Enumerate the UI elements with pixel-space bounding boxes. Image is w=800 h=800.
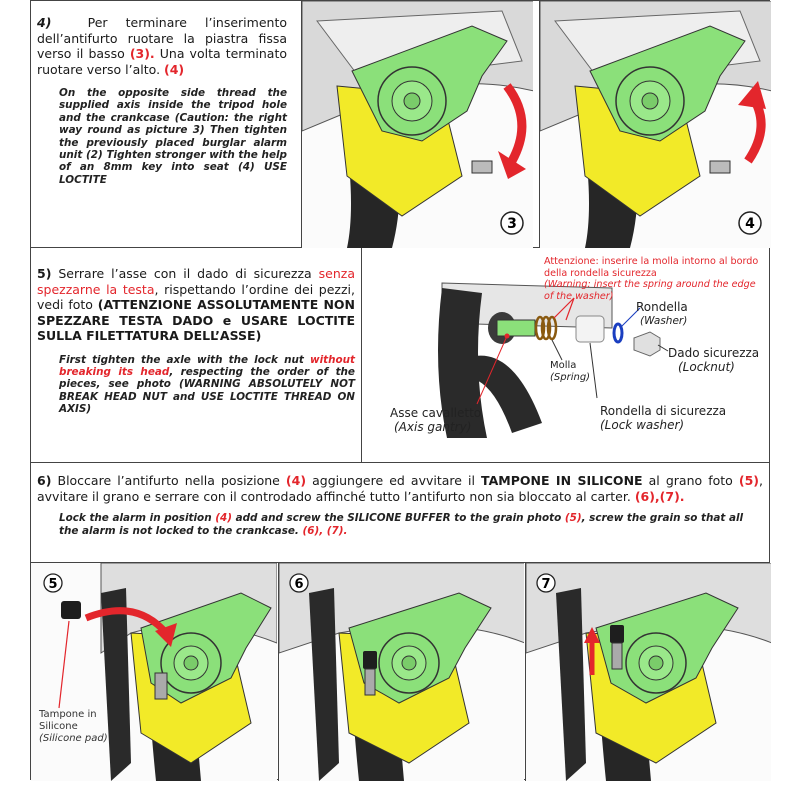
label-axis-gantry: Asse cavalletto (Axis gantry): [390, 406, 482, 434]
photos-row: 5 Tampone in Silicone (Silicone pad): [31, 563, 771, 781]
photo-5-illustration: 5: [43, 563, 277, 781]
label-silicone-pad: Tampone in Silicone (Silicone pad): [39, 709, 108, 744]
step-6-number: 6): [37, 473, 52, 488]
instruction-sheet: 4) Per terminare l’inserimento dell’anti…: [30, 0, 771, 781]
step-6-text: 6) Bloccare l’antifurto nella posizione …: [37, 473, 763, 538]
photo-7-number: 7: [541, 577, 550, 592]
photo-3: 3: [301, 1, 533, 248]
photo-4-number: 4: [745, 216, 755, 232]
photo-3-illustration: 3: [302, 1, 533, 248]
step-5-english: First tighten the axle with the lock nut…: [59, 353, 355, 416]
photo-7: 7: [525, 563, 771, 781]
step-4-english: On the opposite side thread the supplied…: [59, 87, 287, 186]
step-6-english: Lock the alarm in position (4) add and s…: [59, 512, 744, 537]
step-6-italian: 6) Bloccare l’antifurto nella posizione …: [37, 473, 763, 504]
photo-6-number: 6: [294, 577, 303, 592]
step-5-section: 5) Serrare l’asse con il dado di sicurez…: [31, 248, 769, 463]
photo-6: 6: [278, 563, 524, 781]
step-4-italian: 4) Per terminare l’inserimento dell’anti…: [37, 15, 287, 77]
label-washer: Rondella (Washer): [636, 300, 688, 327]
step-5-text: 5) Serrare l’asse con il dado di sicurez…: [37, 266, 355, 416]
step-5-italian: 5) Serrare l’asse con il dado di sicurez…: [37, 266, 356, 343]
step-5-number: 5): [37, 266, 52, 281]
step-4-text: 4) Per terminare l’inserimento dell’anti…: [37, 15, 287, 186]
photo-5-number: 5: [48, 577, 57, 592]
exploded-axle-diagram: Attenzione: inserire la molla intorno al…: [361, 248, 771, 463]
photo-7-illustration: 7: [526, 563, 771, 781]
photo-3-number: 3: [507, 216, 517, 232]
label-locknut: Dado sicurezza (Locknut): [668, 346, 760, 374]
photo-6-illustration: 6: [279, 563, 524, 781]
axle-parts-illustration: [438, 282, 669, 438]
step-4-section: 4) Per terminare l’inserimento dell’anti…: [31, 1, 771, 248]
spring-warning-note: Attenzione: inserire la molla intorno al…: [544, 256, 759, 302]
label-lock-washer: Rondella di sicurezza (Lock washer): [600, 404, 727, 432]
photo-4-illustration: 4: [540, 1, 771, 248]
label-spring: Molla (Spring): [550, 360, 591, 383]
step-4-number: 4): [37, 15, 52, 30]
step-6-section: 6) Bloccare l’antifurto nella posizione …: [31, 463, 769, 563]
photo-4: 4: [539, 1, 771, 248]
photo-5: 5 Tampone in Silicone (Silicone pad): [31, 563, 277, 781]
